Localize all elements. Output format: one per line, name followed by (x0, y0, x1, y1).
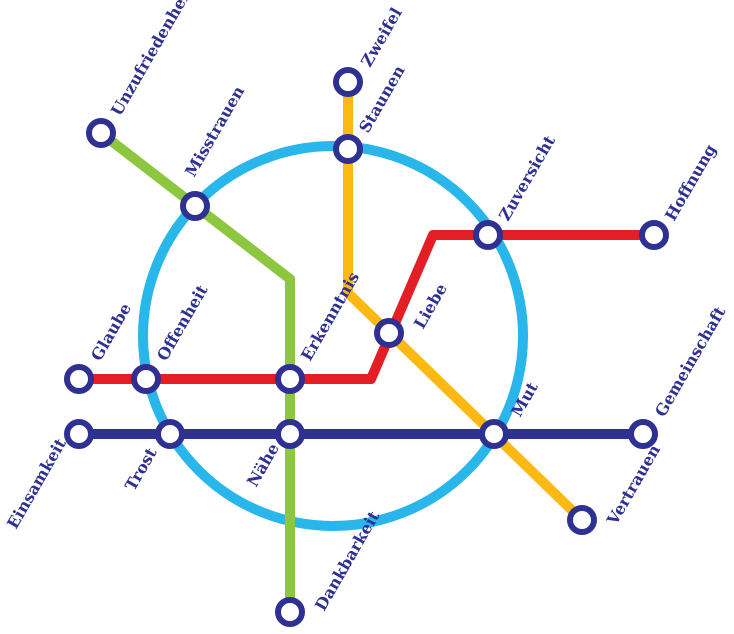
station-liebe[interactable] (374, 318, 404, 348)
label-liebe: Liebe (410, 280, 451, 332)
station-staunen[interactable] (333, 134, 363, 164)
label-zuversicht: Zuversicht (495, 132, 559, 224)
green-line (97, 129, 295, 612)
label-gemeinschaft: Gemeinschaft (651, 303, 730, 420)
label-einsamkeit: Einsamkeit (3, 435, 70, 532)
label-staunen: Staunen (355, 62, 409, 136)
station-dankbarkeit[interactable] (275, 597, 305, 627)
label-zweifel: Zweifel (357, 4, 406, 70)
station-offenheit[interactable] (131, 364, 161, 394)
label-vertrauen: Vertrauen (603, 441, 665, 529)
label-unzufriedenheit: Unzufriedenheit (107, 0, 197, 119)
station-zuversicht[interactable] (473, 220, 503, 250)
station-vertrauen[interactable] (567, 505, 597, 535)
label-misstrauen: Misstrauen (181, 82, 248, 180)
station-unzufriedenheit[interactable] (86, 118, 116, 148)
station-gemeinschaft[interactable] (628, 419, 658, 449)
red-line (79, 230, 654, 384)
station-mut[interactable] (479, 419, 509, 449)
station-glaube[interactable] (64, 364, 94, 394)
label-naehe: Nähe (243, 440, 283, 490)
station-einsamkeit[interactable] (64, 419, 94, 449)
station-misstrauen[interactable] (180, 191, 210, 221)
label-erkenntnis: Erkenntnis (297, 269, 363, 364)
label-trost: Trost (121, 444, 161, 494)
station-hoffnung[interactable] (639, 220, 669, 250)
station-zweifel[interactable] (333, 67, 363, 97)
station-trost[interactable] (155, 419, 185, 449)
station-erkenntnis[interactable] (275, 364, 305, 394)
ring-line (138, 141, 528, 531)
label-hoffnung: Hoffnung (661, 141, 720, 224)
label-offenheit: Offenheit (153, 281, 212, 364)
station-naehe[interactable] (275, 419, 305, 449)
label-glaube: Glaube (87, 300, 135, 364)
